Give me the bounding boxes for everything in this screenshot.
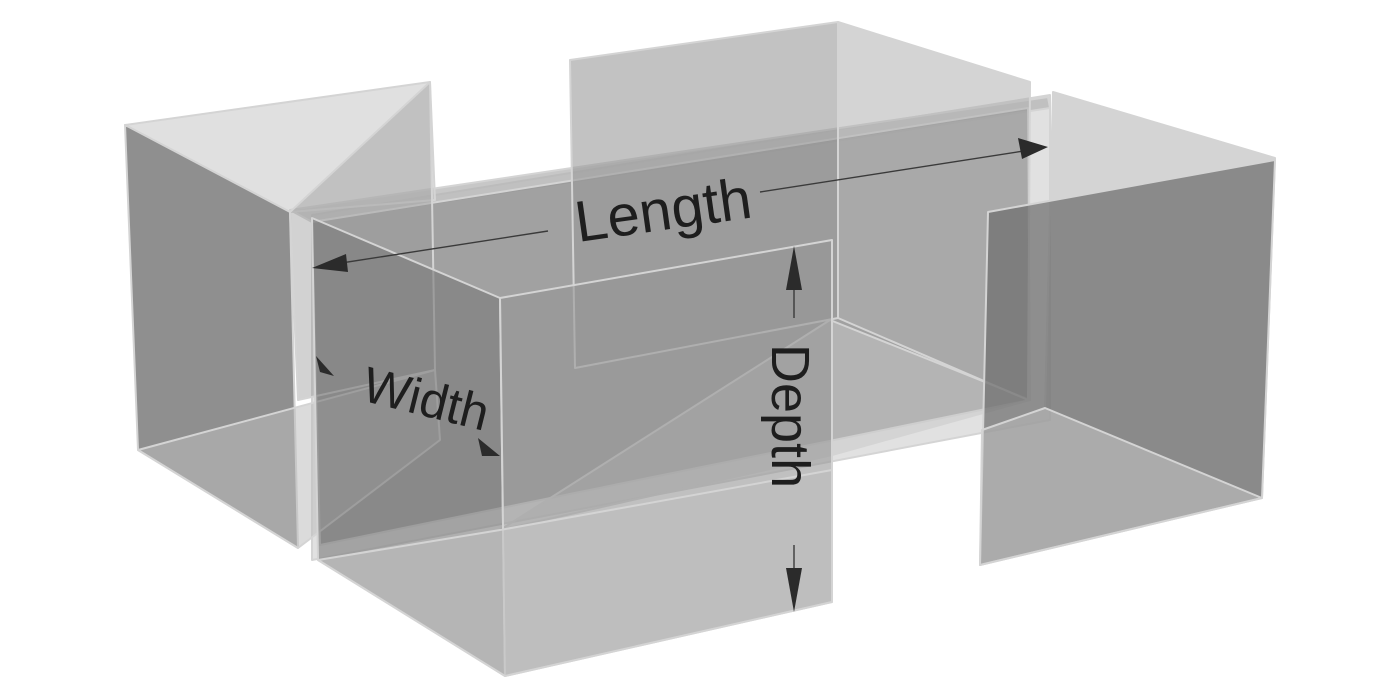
right-end-panel-floor [979, 407, 1263, 566]
length-line-right [759, 149, 1031, 193]
front-panel [311, 217, 833, 677]
length-arrow-right [1018, 138, 1048, 159]
length-dimension [312, 138, 1048, 272]
length-arrow-left [312, 254, 348, 272]
right-end-panel [979, 91, 1276, 566]
front-panel-bottom [317, 469, 833, 677]
length-line-left [321, 230, 549, 267]
width-dimension [316, 356, 500, 456]
depth-arrow-up [786, 246, 802, 290]
depth-dimension [786, 246, 802, 612]
depth-label: Depth [760, 344, 820, 488]
depth-arrow-down [786, 568, 802, 612]
width-arrow-start [316, 356, 334, 376]
width-arrow-end [478, 438, 500, 456]
